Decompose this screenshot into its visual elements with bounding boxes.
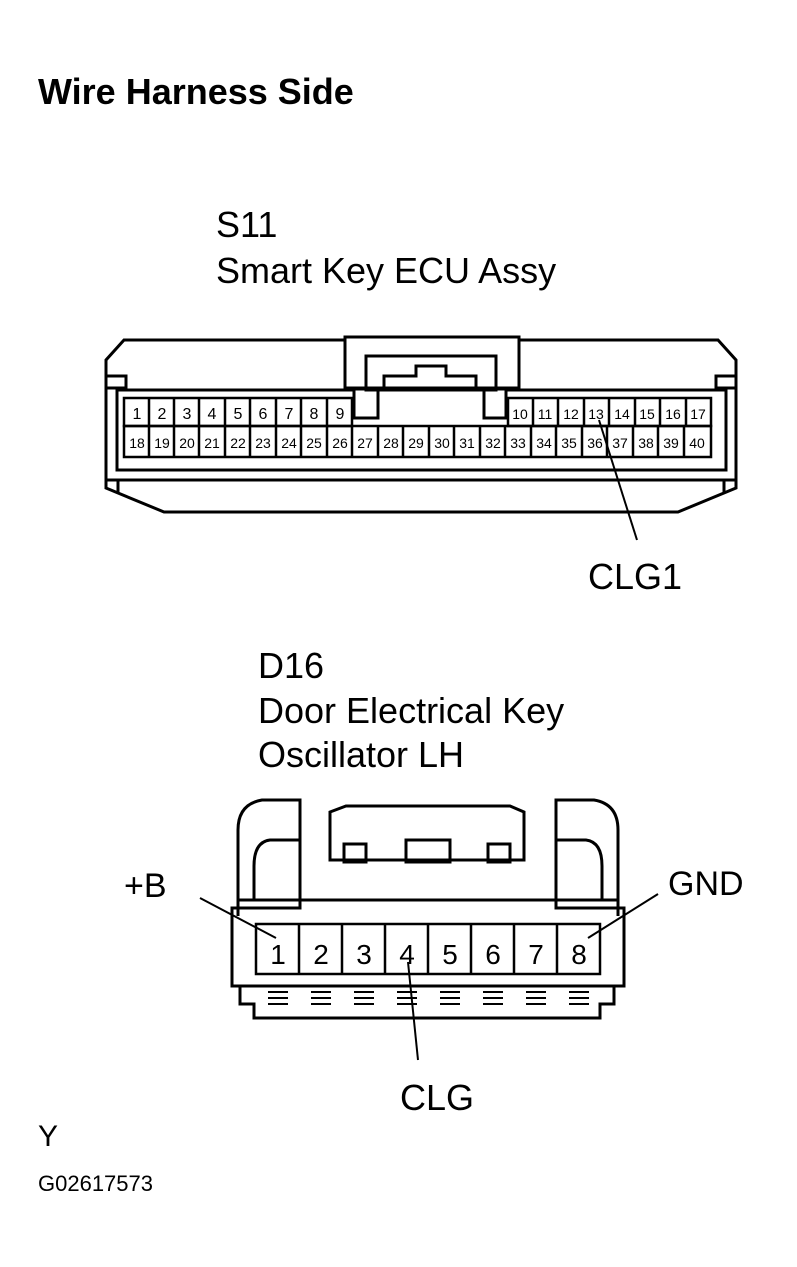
d16-clip-marks (268, 991, 589, 1005)
pin-label: 22 (230, 435, 246, 451)
clg-leader-line (407, 961, 419, 1061)
pin-label: 34 (536, 435, 552, 451)
pin-label: 33 (510, 435, 526, 451)
s11-housing (104, 335, 738, 514)
diagram-title: Wire Harness Side (38, 71, 354, 112)
pin-label: 26 (332, 435, 348, 451)
pin-label: 6 (259, 406, 268, 423)
pin-label: 37 (612, 435, 628, 451)
pin-label: 27 (357, 435, 373, 451)
pin-label: 2 (313, 939, 329, 970)
d16-connector-name-line1: Door Electrical Key (258, 690, 565, 731)
d16-pin-row (254, 922, 602, 976)
pin-label: 8 (571, 939, 587, 970)
pin-label: 31 (459, 435, 475, 451)
pin-label: 16 (665, 406, 681, 422)
clg-callout-label: CLG (400, 1077, 475, 1118)
pin-label: 38 (638, 435, 654, 451)
pin-label: 11 (538, 406, 553, 422)
pin-label: 28 (383, 435, 399, 451)
pin-label: 13 (588, 406, 604, 422)
pin-label: 7 (528, 939, 544, 970)
pin-label: 1 (270, 939, 286, 970)
pin-label: 19 (154, 435, 170, 451)
s11-pin-grid (122, 396, 713, 459)
pin-label: 14 (614, 406, 630, 422)
pin-label: 36 (587, 435, 603, 451)
pin-label: 10 (512, 406, 528, 422)
pin-label: 5 (442, 939, 458, 970)
d16-connector-code: D16 (258, 645, 325, 686)
gnd-callout-label: GND (668, 865, 744, 903)
pin-label: 32 (485, 435, 501, 451)
pin-label: 4 (399, 939, 415, 970)
pin-label: 8 (310, 406, 319, 423)
d16-housing (230, 798, 626, 1020)
pin-label: 6 (485, 939, 501, 970)
pin-label: 12 (563, 406, 579, 422)
pin-label: 2 (158, 406, 167, 423)
pin-label: 39 (663, 435, 679, 451)
pin-label: 23 (255, 435, 271, 451)
figure-code: G02617573 (38, 1171, 153, 1196)
pin-label: 4 (208, 406, 217, 423)
pin-label: 40 (689, 435, 705, 451)
gnd-leader-line (587, 893, 659, 939)
s11-connector-name: Smart Key ECU Assy (216, 250, 557, 291)
d16-connector-name-line2: Oscillator LH (258, 734, 465, 775)
plusb-leader-line (199, 897, 277, 939)
pin-label: 24 (281, 435, 297, 451)
s11-pin-labels: 1 2 3 4 5 6 7 8 9 10 11 12 13 14 15 16 1… (129, 406, 706, 451)
plusb-callout-label: +B (124, 867, 167, 905)
pin-label: 30 (434, 435, 450, 451)
pin-label: 9 (336, 406, 345, 423)
pin-label: 15 (639, 406, 655, 422)
s11-connector-code: S11 (216, 204, 278, 245)
footer-letter: Y (38, 1120, 59, 1153)
clg1-leader-line (598, 419, 638, 541)
pin-label: 21 (204, 435, 220, 451)
pin-label: 29 (408, 435, 424, 451)
pin-label: 20 (179, 435, 195, 451)
pin-label: 17 (690, 406, 706, 422)
pin-label: 7 (285, 406, 294, 423)
pin-label: 3 (356, 939, 372, 970)
pin-label: 1 (133, 406, 142, 423)
clg1-callout-label: CLG1 (588, 556, 683, 597)
pin-label: 35 (561, 435, 577, 451)
d16-pin-labels: 1 2 3 4 5 6 7 8 (270, 939, 587, 970)
pin-label: 18 (129, 435, 145, 451)
pin-label: 25 (306, 435, 322, 451)
pin-label: 3 (183, 406, 192, 423)
pin-label: 5 (234, 406, 243, 423)
